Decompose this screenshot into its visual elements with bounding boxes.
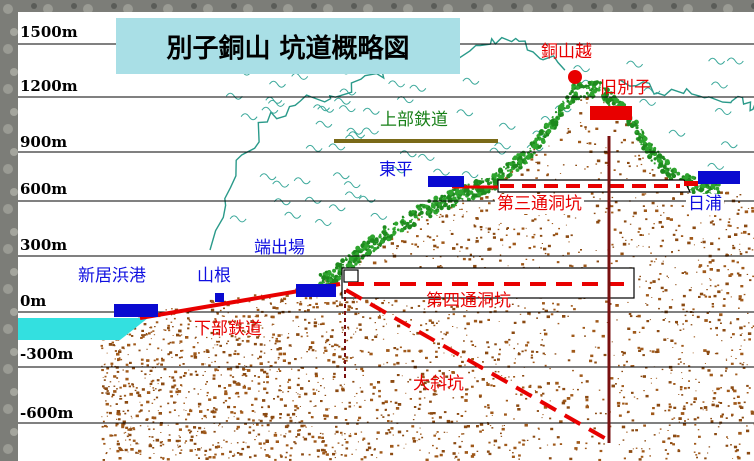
hill-scribble bbox=[293, 177, 311, 185]
hill-scribble bbox=[362, 127, 379, 135]
hill-scribble bbox=[343, 181, 361, 189]
hill-scribble bbox=[643, 87, 661, 95]
hill-scribble bbox=[313, 104, 330, 112]
fourth-tunnel-label: 第四通洞坑 bbox=[426, 291, 511, 311]
hill-scribble bbox=[409, 84, 427, 92]
hill-scribble bbox=[639, 98, 657, 106]
hinoura-red bbox=[684, 181, 698, 186]
fourth-tunnel-portal bbox=[343, 269, 359, 283]
hill-scribble bbox=[726, 57, 744, 65]
hill-scribble bbox=[626, 60, 644, 68]
hill-scribble bbox=[668, 129, 686, 137]
hill-scribble bbox=[267, 99, 285, 107]
yamane-station bbox=[215, 293, 224, 302]
hill-scribble bbox=[328, 143, 346, 151]
hill-ridge bbox=[209, 36, 566, 251]
kyu-besshi-marker bbox=[590, 106, 632, 120]
hill-scribble bbox=[315, 120, 333, 128]
niihama-port-station bbox=[114, 304, 158, 317]
hill-scribble bbox=[708, 57, 726, 65]
hill-scribble bbox=[346, 127, 364, 135]
lower-railway-label: 下部鉄道 bbox=[194, 319, 262, 339]
great-incline-line bbox=[345, 288, 609, 442]
hinoura-label: 日浦 bbox=[686, 194, 724, 214]
kyu-besshi-label: 旧別子 bbox=[600, 78, 651, 98]
hill-scribble bbox=[720, 141, 738, 149]
niihama-port-label: 新居浜港 bbox=[78, 266, 146, 286]
hill-scribble bbox=[259, 173, 277, 181]
hill-scribble bbox=[714, 108, 732, 115]
third-tunnel-label: 第三通洞坑 bbox=[495, 194, 584, 214]
hashide-label: 端出場 bbox=[254, 238, 305, 258]
hill-scribble bbox=[304, 196, 322, 204]
elevation-label: -300m bbox=[20, 345, 74, 363]
tohira-label: 東平 bbox=[379, 160, 413, 180]
hill-scribble bbox=[328, 204, 346, 212]
diagram-title: 別子銅山 坑道概略図 bbox=[116, 18, 460, 74]
great-incline-label: 大斜坑 bbox=[413, 374, 464, 394]
hill-scribble bbox=[272, 180, 290, 188]
hill-scribble bbox=[348, 131, 366, 139]
hill-scribble bbox=[494, 142, 512, 150]
hill-scribble bbox=[358, 195, 376, 203]
hill-scribble bbox=[225, 92, 243, 100]
hill-scribble bbox=[229, 215, 247, 223]
tohira-station bbox=[428, 176, 464, 187]
hill-scribble bbox=[399, 150, 417, 158]
hinoura-station bbox=[698, 171, 740, 184]
hill-scribble bbox=[305, 144, 323, 152]
hill-scribble bbox=[461, 171, 479, 179]
elevation-label: 900m bbox=[20, 133, 68, 151]
hill-scribble bbox=[284, 211, 302, 219]
hill-scribble bbox=[344, 191, 362, 199]
sea-area bbox=[18, 318, 148, 340]
hill-scribble bbox=[388, 80, 406, 88]
hill-scribble bbox=[573, 65, 591, 73]
hill-scribble bbox=[498, 122, 516, 130]
upper-railway-label: 上部鉄道 bbox=[380, 110, 448, 130]
hill-scribble bbox=[269, 80, 286, 88]
elevation-label: -600m bbox=[20, 404, 74, 422]
hashide-station bbox=[296, 284, 336, 297]
hill-scribble bbox=[389, 166, 407, 174]
elevation-label: 1500m bbox=[20, 23, 78, 41]
hill-scribble bbox=[417, 153, 435, 161]
hill-scribble bbox=[707, 162, 725, 170]
hill-scribble bbox=[338, 105, 356, 113]
elevation-label: 600m bbox=[20, 180, 68, 198]
hill-scribble bbox=[339, 88, 357, 96]
hill-scribble bbox=[456, 109, 474, 117]
hill-scribble bbox=[240, 113, 258, 121]
hill-scribble bbox=[261, 106, 279, 114]
hill-scribble bbox=[314, 219, 332, 226]
hill-scribble bbox=[370, 212, 388, 220]
hill-scribble bbox=[433, 168, 450, 176]
dozan-goe-marker bbox=[568, 70, 582, 84]
hill-scribble bbox=[711, 81, 728, 89]
hill-scribble bbox=[317, 105, 335, 113]
hill-scribble bbox=[362, 107, 380, 115]
elevation-label: 1200m bbox=[20, 77, 78, 95]
dozan-goe-label: 銅山越 bbox=[541, 42, 592, 62]
hill-scribble bbox=[462, 77, 480, 85]
elevation-label: 300m bbox=[20, 236, 68, 254]
hill-scribble bbox=[273, 198, 291, 206]
hill-scribble bbox=[332, 172, 350, 180]
yamane-label: 山根 bbox=[197, 266, 231, 286]
elevation-label: 0m bbox=[20, 292, 47, 310]
hill-ridge bbox=[619, 79, 754, 112]
hill-scribble bbox=[333, 97, 351, 105]
hill-scribble bbox=[489, 147, 507, 155]
